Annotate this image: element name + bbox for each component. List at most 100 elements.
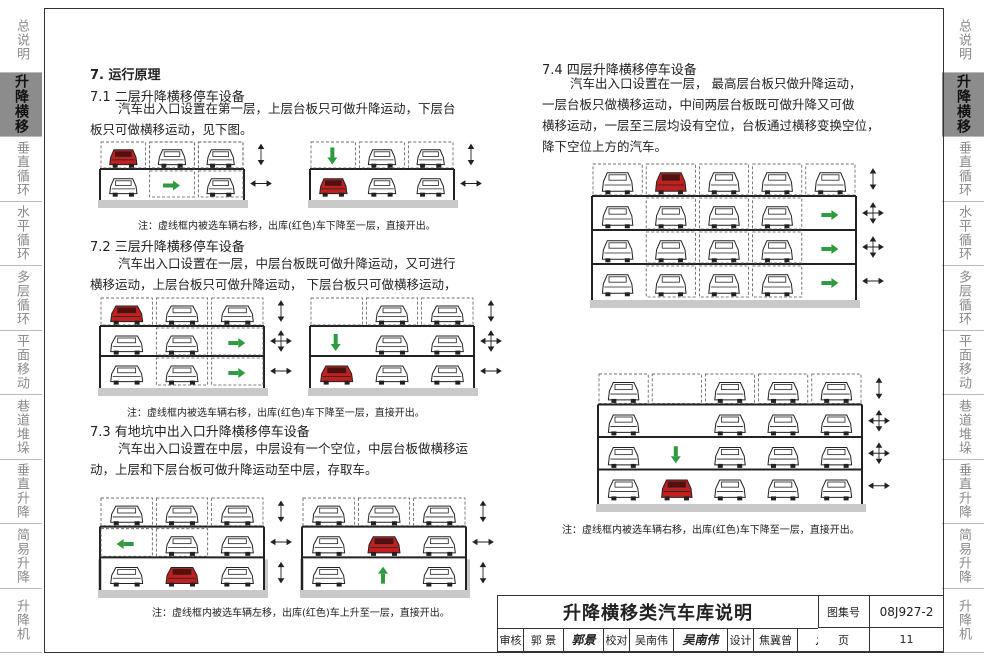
section-tab-label: 巷道堆垛 — [14, 398, 29, 455]
selected-slot — [197, 141, 244, 169]
car — [714, 479, 746, 501]
top-slot-outline — [421, 297, 474, 326]
car — [375, 335, 409, 355]
cross-arrow-icon — [862, 202, 884, 224]
section-tab-0[interactable]: 总说明 — [942, 8, 984, 73]
section-tab-label: 水平循环 — [14, 205, 29, 262]
top-slot-outline — [359, 141, 405, 169]
move-arrow — [670, 446, 681, 464]
top-slot-outline — [100, 497, 153, 527]
section-tab-9[interactable]: 升降机 — [942, 589, 984, 653]
design-name: 焦冀曾 — [754, 628, 798, 652]
red-car — [367, 536, 401, 556]
diagram-4level-step2 — [596, 373, 890, 512]
s72-line2: 横移运动，上层台板只可做升降运动， 下层台板只可做横移运动， — [90, 277, 457, 292]
section-tab-7[interactable]: 垂直升降 — [942, 460, 984, 524]
car — [367, 178, 397, 197]
selected-slot — [211, 327, 264, 356]
red-car — [655, 172, 687, 195]
car — [110, 365, 144, 385]
section-tab-9[interactable]: 升降机 — [0, 589, 42, 653]
s71-line1: 汽车出入口设置在第一层，上层台板只可做升降运动，下层台 — [118, 101, 456, 116]
move-arrow — [228, 368, 246, 378]
section-tab-2[interactable]: 垂直循环 — [942, 137, 984, 202]
selected-slot — [155, 327, 209, 356]
car — [607, 479, 640, 501]
car — [714, 382, 746, 403]
section-tab-8[interactable]: 简易升降 — [0, 524, 42, 589]
car — [367, 505, 401, 526]
section-tab-0[interactable]: 总说明 — [0, 8, 42, 73]
ground — [596, 504, 866, 512]
section-tab-4[interactable]: 多层循环 — [0, 266, 42, 331]
section-tab-5[interactable]: 平面移动 — [0, 331, 42, 395]
car — [110, 335, 144, 355]
section-tab-2[interactable]: 垂直循环 — [0, 137, 42, 202]
updown-arrow-icon — [277, 561, 285, 584]
drawing-title: 升降横移类汽车库说明 — [498, 596, 819, 629]
car — [312, 505, 346, 526]
leftright-arrow-icon — [472, 538, 494, 546]
section-tab-label: 水平循环 — [956, 205, 971, 262]
section-tab-label: 多层循环 — [14, 269, 29, 326]
section-tab-label: 平面移动 — [14, 334, 29, 391]
car — [430, 335, 464, 355]
section-tab-6[interactable]: 巷道堆垛 — [942, 395, 984, 460]
updown-arrow-icon — [479, 500, 487, 523]
s74-title: 7.4 四层升降横移停车设备 — [542, 63, 697, 78]
car — [820, 382, 853, 403]
leftright-arrow-icon — [270, 367, 292, 375]
top-slot-outline — [155, 297, 209, 326]
atlas-label: 图集号 — [818, 596, 870, 628]
car — [220, 536, 254, 556]
updown-arrow-icon — [875, 377, 883, 400]
ground — [308, 388, 478, 396]
car — [814, 172, 847, 195]
car — [761, 206, 793, 229]
section-tab-6[interactable]: 巷道堆垛 — [0, 395, 42, 460]
drawing-frame — [44, 8, 944, 653]
section-tab-5[interactable]: 平面移动 — [942, 331, 984, 395]
s73-text: 汽车出入口设置在中层，中层设有一个空位，中层台板做横移运 动，上层和下层台板可做… — [90, 438, 468, 480]
section-tab-7[interactable]: 垂直升降 — [0, 460, 42, 524]
red-car — [661, 479, 693, 501]
atlas-number: 08J927-2 — [870, 596, 944, 628]
car — [708, 240, 740, 263]
selected-slot — [155, 528, 209, 557]
red-car — [110, 305, 144, 325]
move-arrow — [821, 278, 839, 288]
updown-arrow-icon — [487, 300, 495, 322]
leftright-arrow-icon — [868, 482, 890, 490]
cross-arrow-icon — [862, 236, 884, 258]
car — [820, 414, 853, 436]
s72-title: 7.2 三层升降横移停车设备 — [90, 240, 245, 255]
section-tab-3[interactable]: 水平循环 — [942, 202, 984, 266]
car — [165, 365, 199, 385]
top-slot-outline — [100, 297, 153, 326]
top-slot-outline — [413, 497, 466, 527]
section-tab-label: 垂直升降 — [14, 463, 29, 520]
car — [607, 382, 640, 403]
section-tab-label: 总说明 — [956, 18, 971, 61]
s73-title: 7.3 有地坑中出入口升降横移停车设备 — [90, 425, 310, 440]
move-arrow — [821, 210, 839, 220]
car — [708, 206, 740, 229]
section-tab-1[interactable]: 升降横移 — [942, 72, 984, 137]
top-slot-outline — [651, 373, 702, 404]
leftright-arrow-icon — [250, 180, 272, 187]
move-arrow — [330, 334, 341, 351]
section-tab-1[interactable]: 升降横移 — [0, 72, 42, 137]
car — [220, 566, 254, 587]
design-label: 设计 — [728, 628, 754, 652]
car — [220, 305, 254, 325]
section-tab-8[interactable]: 简易升降 — [942, 524, 984, 589]
selected-slot — [149, 141, 195, 169]
car — [714, 447, 746, 468]
red-car — [165, 566, 199, 587]
car — [220, 505, 254, 526]
section-tab-4[interactable]: 多层循环 — [942, 266, 984, 331]
top-slot-outline — [310, 141, 357, 169]
car — [655, 274, 687, 297]
section-tab-3[interactable]: 水平循环 — [0, 202, 42, 266]
car — [110, 505, 144, 526]
